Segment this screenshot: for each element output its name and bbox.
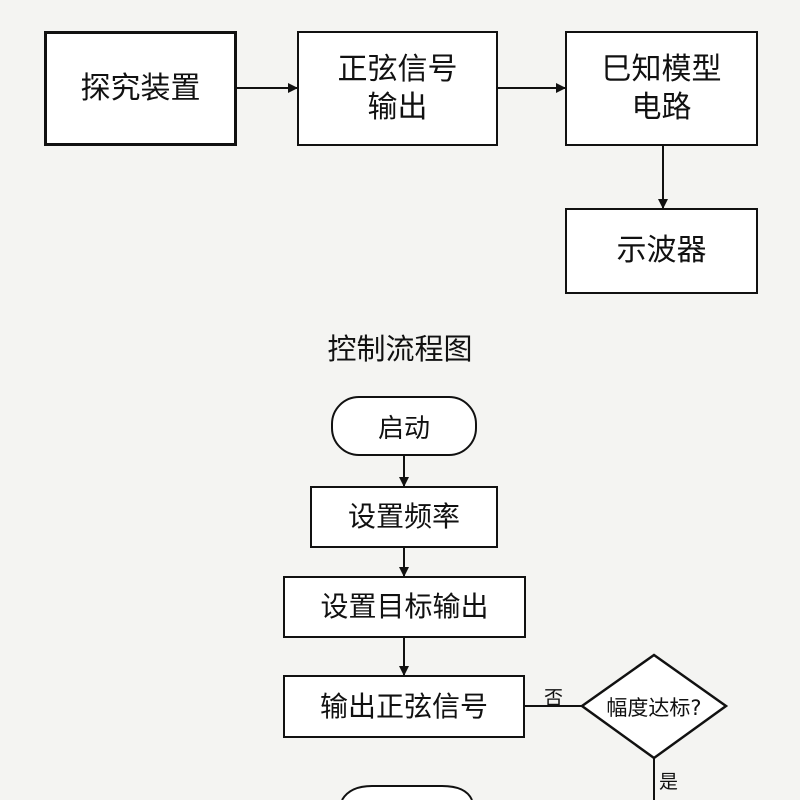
decision-label: 幅度达标? — [606, 696, 702, 720]
probe-device-box: 探究装置 — [44, 31, 237, 146]
set-frequency-box: 设置频率 — [310, 486, 498, 548]
oscilloscope-label: 示波器 — [616, 233, 707, 268]
probe-device-label: 探究装置 — [80, 70, 201, 106]
no-label: 否 — [544, 687, 564, 709]
known-model-line1: 巳知模型 — [601, 51, 722, 87]
known-model-box: 巳知模型 电路 — [565, 31, 758, 146]
set-target-label: 设置目标输出 — [320, 590, 489, 623]
set-frequency-label: 设置频率 — [347, 500, 460, 533]
oscilloscope-box: 示波器 — [565, 208, 758, 294]
start-label: 启动 — [377, 413, 430, 444]
known-model-line2: 电路 — [631, 89, 692, 125]
sine-output-line1: 正弦信号 — [337, 51, 458, 87]
set-target-box: 设置目标输出 — [283, 576, 526, 638]
yes-label: 是 — [659, 771, 679, 793]
sine-output-line2: 输出 — [367, 89, 428, 125]
start-node: 启动 — [331, 396, 477, 456]
sine-output-box: 正弦信号 输出 — [297, 31, 498, 146]
bottom-pill-partial — [341, 785, 473, 800]
flow-title: 控制流程图 — [327, 332, 473, 366]
output-sine-label: 输出正弦信号 — [319, 689, 488, 723]
output-sine-box: 输出正弦信号 — [283, 675, 525, 738]
